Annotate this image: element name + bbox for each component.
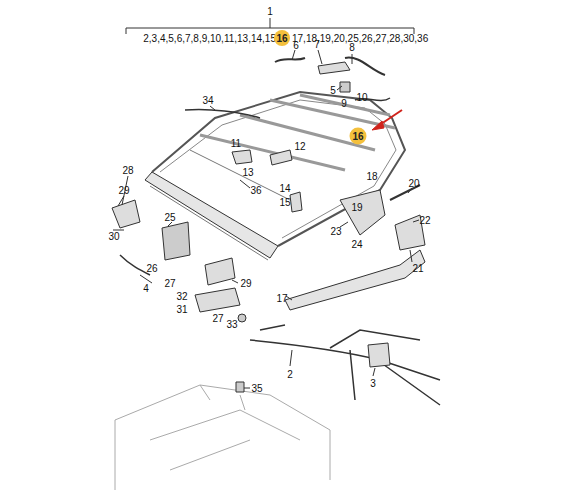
callout-number: 18 — [365, 171, 378, 182]
callout-number: 27 — [211, 313, 224, 324]
highlight-circle: 16 — [350, 128, 367, 145]
callout-number: 9 — [340, 98, 348, 109]
callout-number: 26 — [145, 263, 158, 274]
callout-number: 31 — [175, 304, 188, 315]
callout-number: 23 — [329, 226, 342, 237]
callout-number: 7 — [313, 39, 321, 50]
callout-number: 33 — [225, 319, 238, 330]
callout-number: 5 — [329, 85, 337, 96]
callout-number: 27 — [163, 278, 176, 289]
callout-number: 16 — [276, 33, 287, 44]
callout-number: 17 — [275, 293, 288, 304]
callout-number: 34 — [201, 95, 214, 106]
callout-number: 8 — [348, 42, 356, 53]
callout-number: 14 — [278, 183, 291, 194]
callout-number: 3 — [369, 378, 377, 389]
callout-number: 15 — [278, 197, 291, 208]
callout-number: 24 — [350, 239, 363, 250]
callout-number: 29 — [239, 278, 252, 289]
callout-number: 32 — [175, 291, 188, 302]
callout-number: 22 — [418, 215, 431, 226]
callout-number: 25 — [163, 212, 176, 223]
callout-number: 20 — [407, 178, 420, 189]
callout-number: 30 — [107, 231, 120, 242]
highlight-circle: 16 — [274, 30, 290, 46]
callout-number: 21 — [411, 263, 424, 274]
callout-number: 28 — [121, 165, 134, 176]
callout-number: 6 — [292, 40, 300, 51]
callout-number: 17,18,19,20,25,26,27,28,30,36 — [291, 33, 429, 44]
callout-number: 29 — [117, 185, 130, 196]
callout-number: 12 — [293, 141, 306, 152]
callout-number: 10 — [355, 92, 368, 103]
callout-number: 4 — [142, 283, 150, 294]
callout-number: 36 — [249, 185, 262, 196]
callout-number: 19 — [350, 202, 363, 213]
callout-number: 35 — [250, 383, 263, 394]
callout-number: 2 — [286, 369, 294, 380]
callout-number: 11 — [230, 138, 242, 149]
callout-number: 16 — [352, 131, 363, 142]
callout-number: 13 — [241, 167, 254, 178]
callout-number: 1 — [266, 6, 274, 17]
callout-number: 2,3,4,5,6,7,8,9,10,11,13,14,15 — [142, 33, 277, 44]
